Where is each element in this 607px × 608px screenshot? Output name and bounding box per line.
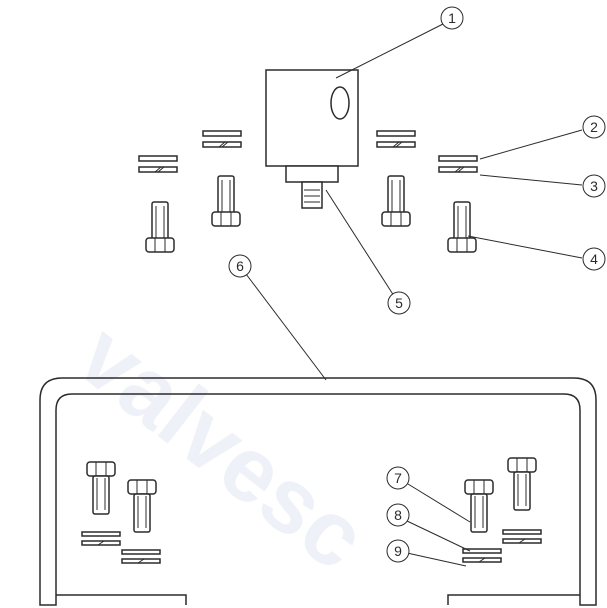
coil-block	[265, 69, 359, 209]
callout-9: 9	[386, 539, 410, 563]
callout-6-label: 6	[236, 258, 244, 274]
washer-pair-top-4	[438, 155, 478, 173]
washer-pair-bottom-3	[462, 548, 502, 563]
callout-6: 6	[228, 254, 252, 278]
callout-5: 5	[387, 291, 411, 315]
callout-2: 2	[582, 115, 606, 139]
washer-pair-top-3	[376, 130, 416, 148]
washer-pair-top-1	[138, 155, 178, 173]
callout-5-label: 5	[395, 295, 403, 311]
washer-pair-bottom-1	[81, 531, 121, 546]
callout-7: 7	[386, 466, 410, 490]
callout-2-label: 2	[590, 119, 598, 135]
callout-8-label: 8	[394, 507, 402, 523]
leader-lines	[245, 23, 583, 567]
bolt-top-4	[447, 201, 477, 253]
bolt-top-2	[211, 175, 241, 227]
washer-pair-top-2	[202, 130, 242, 148]
callout-8: 8	[386, 503, 410, 527]
callout-3-label: 3	[590, 178, 598, 194]
callout-4-label: 4	[590, 251, 598, 267]
bolt-bottom-1	[86, 461, 116, 515]
callout-9-label: 9	[394, 543, 402, 559]
bolt-bottom-3	[464, 479, 494, 533]
callout-1: 1	[440, 6, 464, 30]
callout-1-label: 1	[448, 10, 456, 26]
bolt-bottom-4	[507, 457, 537, 511]
mounting-bracket	[39, 377, 597, 606]
callout-7-label: 7	[394, 470, 402, 486]
callout-3: 3	[582, 174, 606, 198]
bolt-top-3	[381, 175, 411, 227]
callout-4: 4	[582, 247, 606, 271]
bolt-top-1	[145, 201, 175, 253]
watermark-text: valvesc	[60, 304, 385, 589]
washer-pair-bottom-2	[121, 549, 161, 564]
bolt-bottom-2	[127, 479, 157, 533]
washer-pair-bottom-4	[502, 529, 542, 544]
